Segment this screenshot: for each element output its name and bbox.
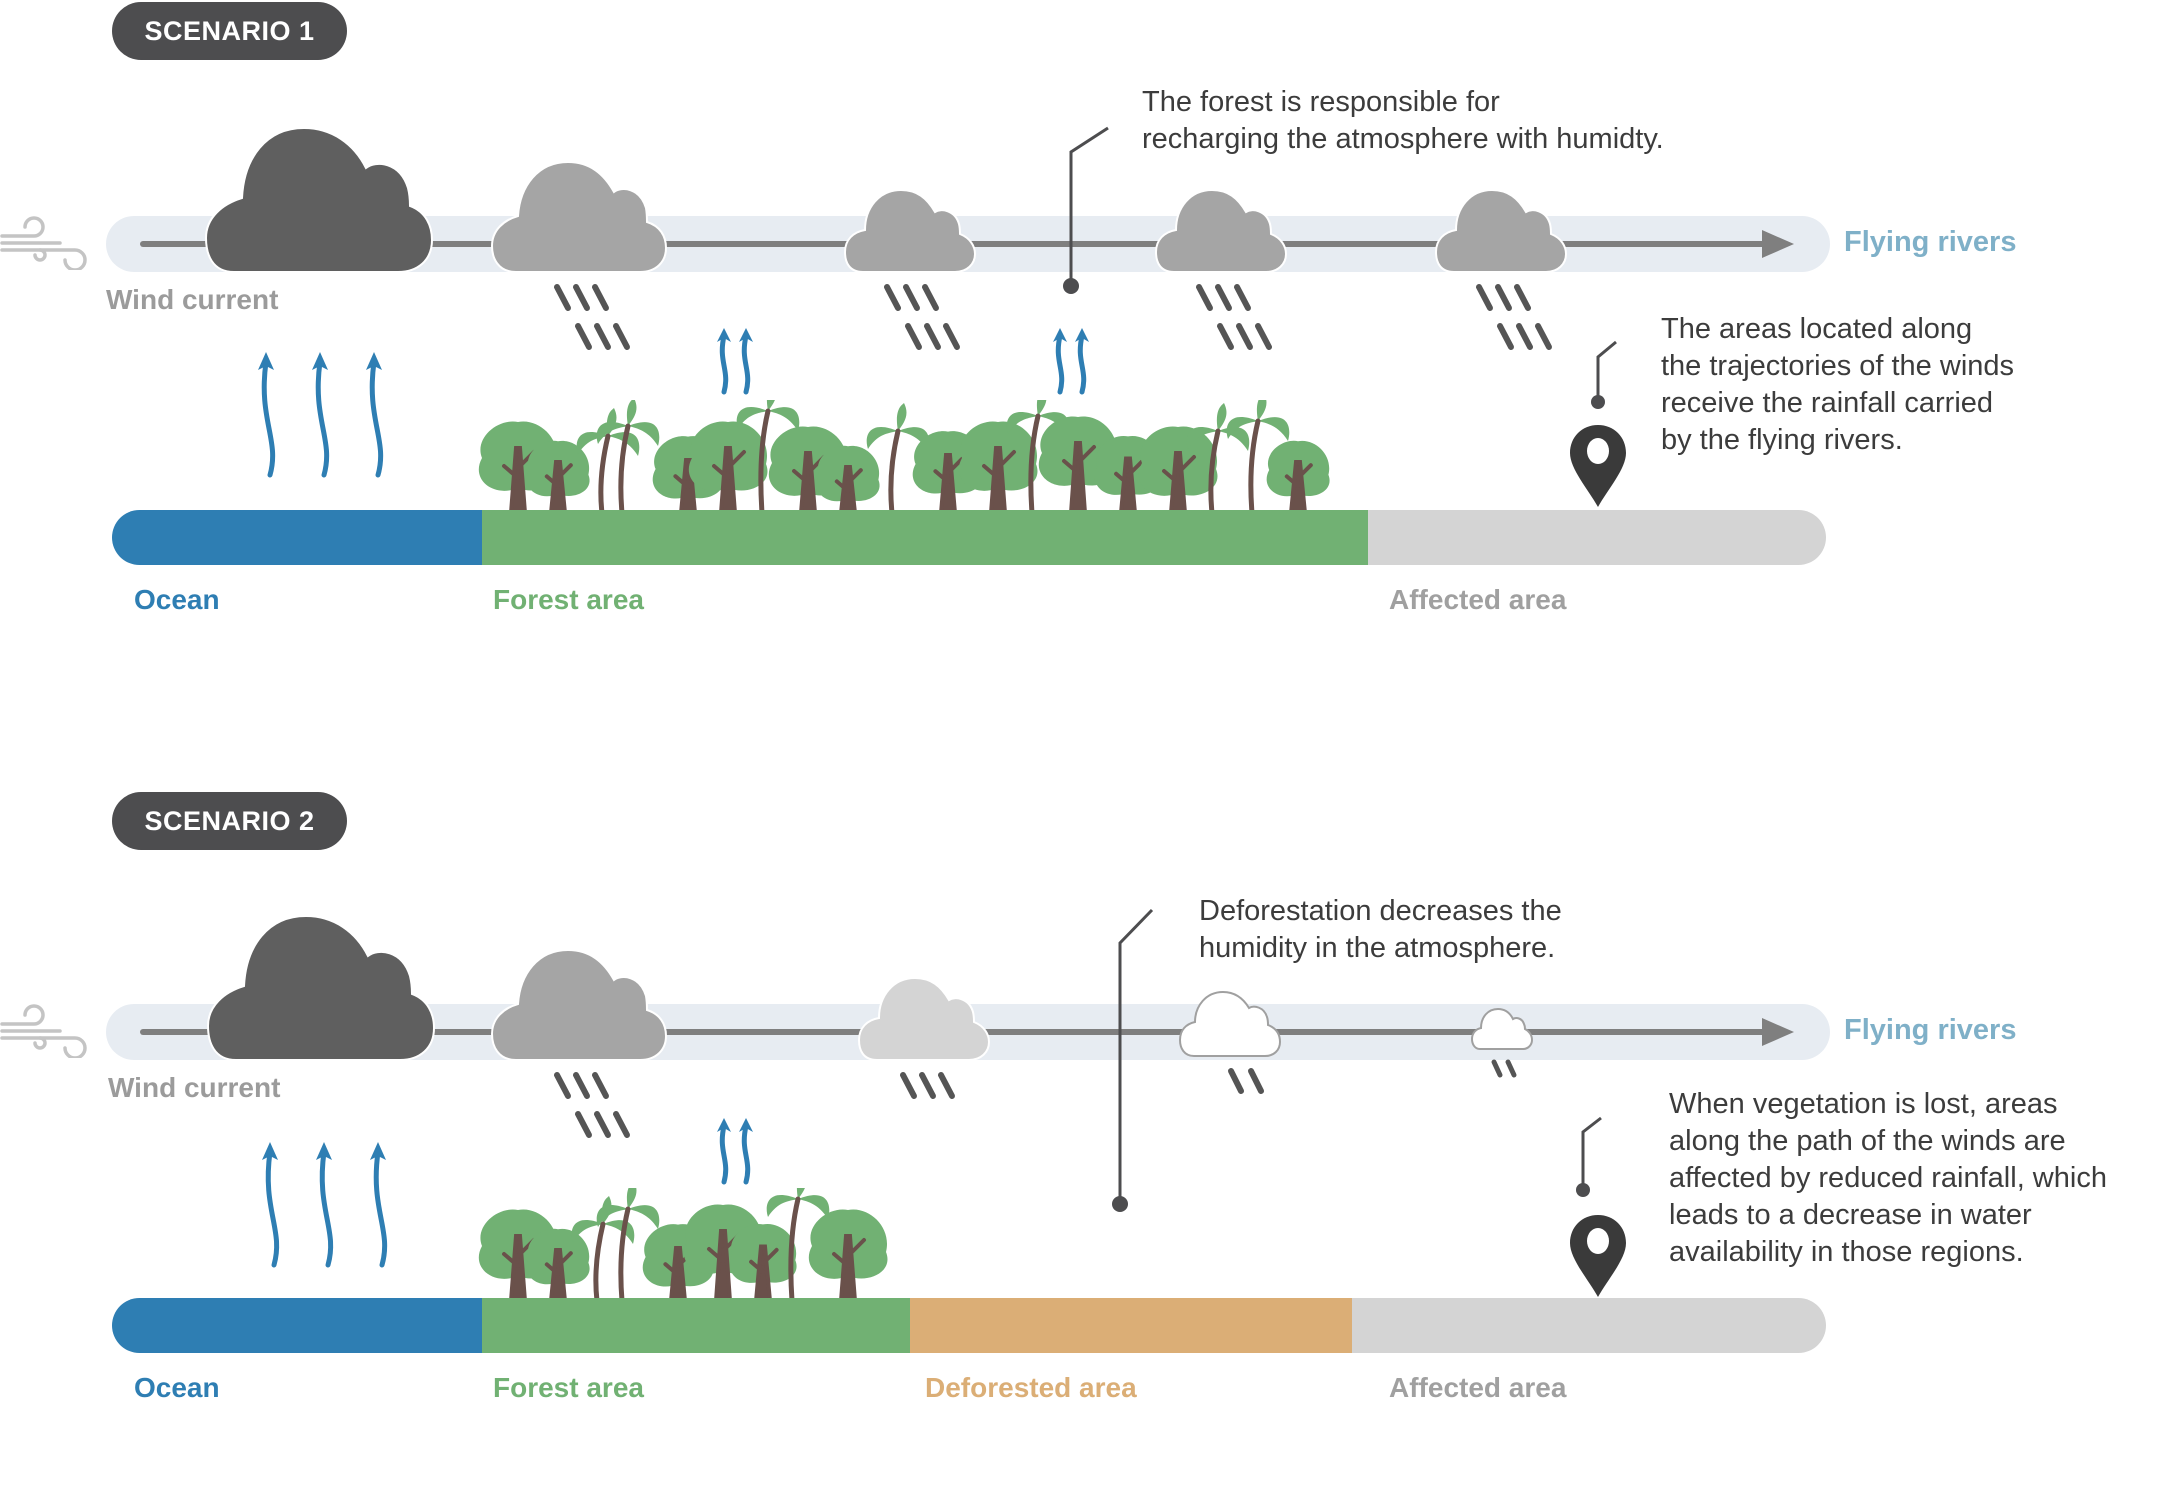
wind-current-label: Wind current <box>108 1072 281 1103</box>
affected-area-label: Affected area <box>1389 1372 1567 1403</box>
rain-icon <box>554 284 630 350</box>
flying-rivers-label: Flying rivers <box>1844 1014 2017 1046</box>
rain-icon <box>1196 284 1272 350</box>
callout-deforestation-humidity: Deforestation decreases the humidity in … <box>1199 895 1562 964</box>
forest-segment <box>482 1298 910 1353</box>
palm-tree-icon <box>1186 403 1250 515</box>
broadleaf-tree-icon <box>816 445 880 515</box>
scenario-badge: SCENARIO 2 <box>112 792 347 850</box>
palm-tree-icon <box>866 403 930 515</box>
scenario-1-panel: SCENARIO 1 Wind current Flying rivers Oc… <box>0 0 2167 700</box>
callout-forest-humidity: The forest is responsible for recharging… <box>1142 86 1664 155</box>
cloud-icon <box>857 976 991 1061</box>
location-pin-icon <box>1570 425 1626 507</box>
rain-icon <box>900 1072 955 1099</box>
broadleaf-tree-icon <box>1266 440 1330 515</box>
callout-dot <box>1063 278 1079 294</box>
cloud-icon <box>1470 1007 1534 1050</box>
ocean-label: Ocean <box>134 1372 220 1403</box>
scenario-badge: SCENARIO 1 <box>112 2 347 60</box>
rain-icon <box>884 284 960 350</box>
forest-area-label: Forest area <box>493 1372 644 1403</box>
wind-icon <box>0 216 87 270</box>
callout-line-deforestation <box>1118 908 1154 1202</box>
scenario-2-panel: SCENARIO 2 Wind current Flying rivers Oc… <box>0 790 2167 1490</box>
broadleaf-tree-icon <box>526 1228 590 1303</box>
callout-leader-lines <box>1063 126 1617 409</box>
forest-trees-icon <box>478 400 1330 515</box>
forest-area-label: Forest area <box>493 584 644 615</box>
cloud-icon <box>1434 188 1568 273</box>
cloud-icon <box>204 126 434 273</box>
palm-tree-icon <box>596 400 660 515</box>
evaporation-arrows-icon <box>258 352 384 478</box>
callout-line-reduced-rainfall <box>1581 1116 1602 1188</box>
callout-leader-lines <box>1112 908 1602 1212</box>
wind-icon <box>0 1004 87 1058</box>
affected-area-label: Affected area <box>1389 584 1567 615</box>
callout-dot <box>1591 395 1605 409</box>
deforested-segment <box>910 1298 1352 1353</box>
cloud-icon <box>843 188 977 273</box>
transpiration-arrows-icon <box>1053 328 1089 395</box>
location-pin-icon <box>1570 1215 1626 1297</box>
rain-icon <box>554 1072 630 1138</box>
ground-bar <box>112 510 1826 565</box>
wind-current-label: Wind current <box>106 284 279 315</box>
cloud-icon <box>1154 188 1288 273</box>
deforested-area-label: Deforested area <box>925 1372 1137 1403</box>
forest-segment <box>482 510 1368 565</box>
ocean-segment <box>112 510 482 565</box>
broadleaf-tree-icon <box>1138 426 1218 515</box>
cloud-icon <box>206 914 436 1061</box>
rain-icon <box>1228 1068 1264 1094</box>
flow-arrowhead <box>1762 230 1794 258</box>
transpiration-arrows-icon <box>717 328 753 395</box>
palm-tree-icon <box>766 1188 830 1303</box>
flying-rivers-label: Flying rivers <box>1844 226 2017 258</box>
evaporation-arrows-icon <box>262 1142 388 1268</box>
rain-icon <box>1491 1059 1517 1078</box>
cloud-icon <box>1178 990 1282 1057</box>
broadleaf-tree-icon <box>526 440 590 515</box>
callout-line-forest <box>1069 126 1109 286</box>
callout-dot <box>1112 1196 1128 1212</box>
palm-tree-icon <box>1226 400 1290 515</box>
callout-dot <box>1576 1183 1590 1197</box>
broadleaf-tree-icon <box>688 421 768 515</box>
callout-affected-rainfall: The areas located along the trajectories… <box>1661 313 2015 456</box>
ground-bar <box>112 1298 1826 1353</box>
ocean-label: Ocean <box>134 584 220 615</box>
palm-tree-icon <box>596 1188 660 1303</box>
transpiration-arrows-icon <box>717 1118 753 1185</box>
affected-segment <box>1368 510 1826 565</box>
forest-trees-icon <box>478 1188 888 1303</box>
cloud-icon <box>490 948 668 1061</box>
broadleaf-tree-icon <box>729 1223 797 1303</box>
callout-reduced-rainfall: When vegetation is lost, areas along the… <box>1669 1088 2107 1268</box>
flow-arrowhead <box>1762 1018 1794 1046</box>
cloud-icon <box>490 160 668 273</box>
rain-icon <box>1476 284 1552 350</box>
palm-tree-icon <box>736 400 800 515</box>
ocean-segment <box>112 1298 482 1353</box>
palm-tree-icon <box>1006 400 1070 515</box>
callout-line-affected <box>1596 340 1617 400</box>
affected-segment <box>1352 1298 1826 1353</box>
